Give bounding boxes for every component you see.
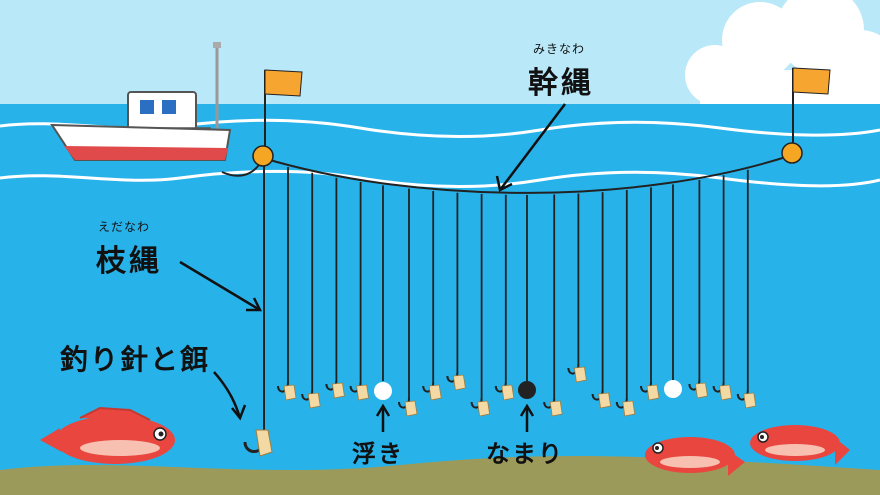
bait [452, 374, 466, 391]
hook [543, 397, 556, 409]
branchline-label: 枝縄 [96, 244, 162, 279]
hook [494, 381, 507, 393]
arrow-float-head [375, 403, 391, 417]
flag-left [264, 69, 303, 150]
branchline-ruby: えだなわ [98, 220, 151, 234]
arrow-mainline-head [495, 175, 513, 192]
hook [688, 379, 701, 391]
arrow-branchline [179, 260, 261, 312]
hook [325, 379, 338, 391]
hook [301, 389, 314, 401]
hook [736, 389, 749, 401]
hook [567, 363, 580, 375]
bait [404, 400, 418, 417]
bait [694, 382, 708, 399]
bait [501, 384, 515, 401]
bait [622, 400, 636, 417]
hook [349, 381, 362, 393]
cloud [685, 0, 880, 110]
arrow-branchline-head [246, 297, 263, 312]
bait [646, 384, 660, 401]
bait [283, 384, 297, 401]
arrow-sinker-head [519, 403, 535, 417]
float-ball [664, 380, 682, 398]
bait [428, 384, 442, 401]
wave-line [0, 169, 880, 189]
sinker-label: なまり [486, 440, 564, 468]
hook [712, 381, 725, 393]
hook [591, 389, 604, 401]
bait [598, 392, 612, 409]
bait [331, 382, 345, 399]
fishing-boat [50, 42, 232, 161]
hook [640, 381, 652, 393]
flag-right [792, 67, 831, 148]
hook-bait-label: 釣り針と餌 [60, 343, 211, 376]
fish-left [40, 406, 175, 464]
fish-right [750, 425, 850, 465]
bait [307, 392, 321, 409]
bait [549, 400, 563, 417]
mainline-ruby: みきなわ [533, 42, 586, 56]
hook [277, 381, 289, 393]
arrow-mainline [499, 103, 566, 191]
branch-line-first [243, 166, 273, 457]
bait [719, 384, 733, 401]
fish-middle [645, 437, 745, 476]
arrow-hook-head [231, 404, 247, 421]
mainline-rope [262, 154, 793, 194]
bait [477, 400, 491, 417]
bait [573, 366, 587, 383]
float-label: 浮き [352, 440, 404, 468]
bait [743, 392, 757, 409]
buoy-left [252, 145, 274, 167]
hook [470, 397, 483, 409]
mainline-label: 幹縄 [528, 66, 594, 101]
float-ball [374, 382, 392, 400]
buoy-right [781, 142, 803, 164]
hook [398, 397, 410, 409]
sinker-ball [518, 381, 536, 399]
bait [356, 384, 370, 401]
hook [615, 397, 628, 409]
hook [422, 381, 435, 393]
hook [446, 371, 459, 383]
